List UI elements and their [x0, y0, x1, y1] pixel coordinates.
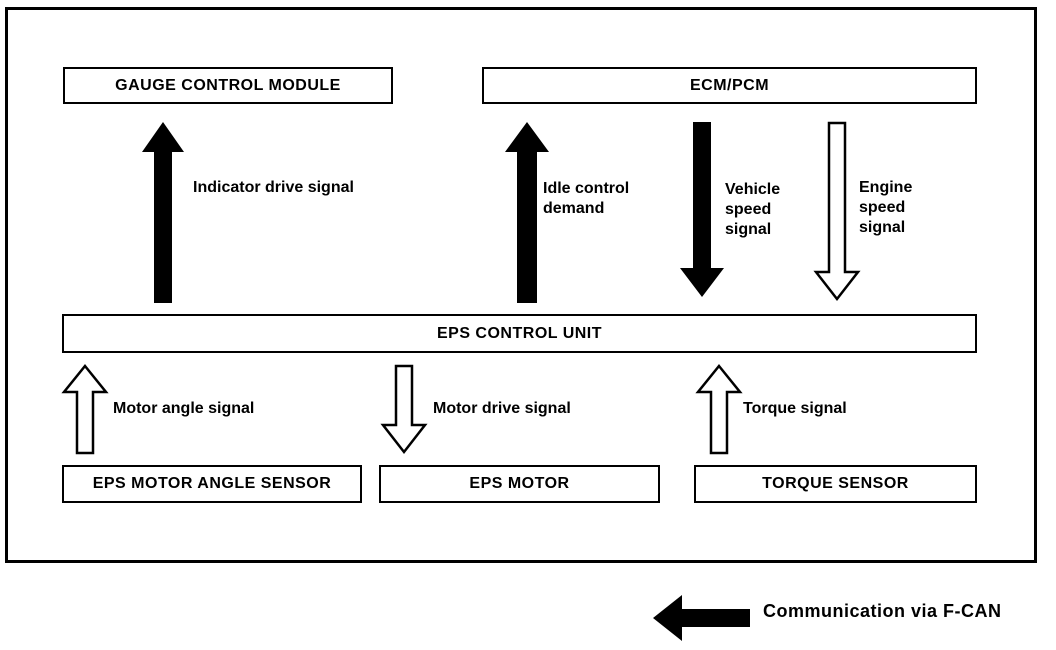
node-eps-control-unit-label: EPS CONTROL UNIT [436, 324, 603, 342]
vehicle-speed-arrow-icon [680, 122, 724, 297]
engine-speed-signal-label: Engine speed signal [859, 179, 913, 236]
engine-speed-arrow-icon [813, 121, 861, 302]
motor-angle-signal-label: Motor angle signal [113, 400, 255, 417]
node-eps-motor-label: EPS MOTOR [469, 475, 570, 492]
idle-control-demand-label: Idle control demand [543, 180, 630, 217]
vehicle-speed-signal-label: Vehicle speed signal [725, 181, 781, 238]
node-gauge-control-module-label: GAUGE CONTROL MODULE [115, 76, 341, 94]
node-torque-sensor: TORQUE SENSOR [694, 465, 977, 503]
node-eps-control-unit: EPS CONTROL UNIT [62, 314, 977, 353]
torque-arrow-icon [695, 364, 743, 455]
node-gauge-control-module: GAUGE CONTROL MODULE [63, 67, 393, 104]
motor-angle-arrow-icon [61, 364, 109, 455]
legend-fcan-label: Communication via F-CAN [763, 601, 1002, 621]
node-ecm-pcm: ECM/PCM [482, 67, 977, 104]
node-ecm-pcm-label: ECM/PCM [689, 76, 770, 94]
node-torque-sensor-label: TORQUE SENSOR [762, 475, 909, 492]
legend-fcan-arrow-icon [653, 595, 750, 641]
motor-drive-arrow-icon [380, 364, 428, 455]
motor-drive-signal-label: Motor drive signal [433, 400, 571, 417]
indicator-drive-signal-label: Indicator drive signal [193, 179, 354, 196]
node-eps-motor: EPS MOTOR [379, 465, 660, 503]
node-eps-motor-angle-sensor: EPS MOTOR ANGLE SENSOR [62, 465, 362, 503]
indicator-drive-arrow-icon [142, 122, 184, 303]
idle-control-arrow-icon [505, 122, 549, 303]
node-eps-motor-angle-sensor-label: EPS MOTOR ANGLE SENSOR [92, 475, 332, 492]
torque-signal-label: Torque signal [743, 400, 847, 417]
